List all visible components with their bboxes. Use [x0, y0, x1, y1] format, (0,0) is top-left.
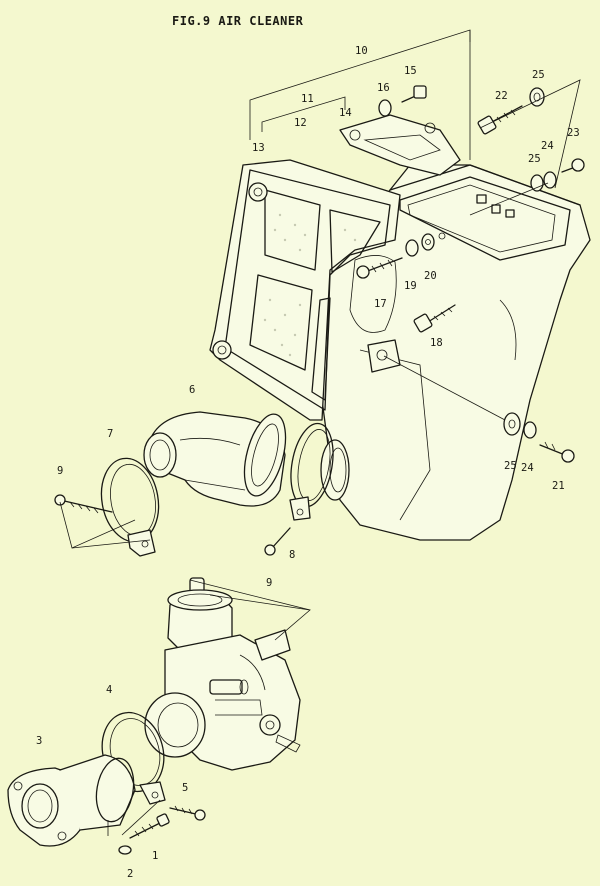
fasteners [54, 85, 585, 855]
callout-3: 3 [36, 735, 42, 747]
callout-17: 17 [374, 298, 387, 310]
callout-10: 10 [355, 45, 368, 57]
callout-11: 11 [301, 93, 314, 105]
callout-4: 4 [106, 684, 112, 696]
callout-25-lower: 25 [504, 460, 517, 472]
callout-21: 21 [552, 480, 565, 492]
figure-title: FIG.9 AIR CLEANER [172, 14, 304, 28]
callout-14: 14 [339, 107, 352, 119]
callout-15: 15 [404, 65, 417, 77]
callout-9-lower: 9 [266, 577, 272, 589]
callout-1: 1 [152, 850, 158, 862]
callout-2: 2 [127, 868, 133, 880]
cleaner-element-frame [209, 114, 461, 421]
callout-9-upper: 9 [57, 465, 63, 477]
callout-22: 22 [495, 90, 508, 102]
callout-labels: 1 2 3 4 5 6 7 8 9 9 10 11 12 13 14 15 16… [36, 45, 580, 880]
carburetor [144, 577, 301, 771]
hose-clamp-8 [289, 422, 334, 521]
callout-23: 23 [567, 127, 580, 139]
leader-lines [59, 79, 581, 836]
callout-8: 8 [289, 549, 295, 561]
callout-19: 19 [404, 280, 417, 292]
carburetor-joint [7, 754, 136, 847]
callout-24-upper: 24 [541, 140, 554, 152]
callout-25-mid: 25 [528, 153, 541, 165]
callout-6: 6 [189, 384, 195, 396]
callout-5: 5 [182, 782, 188, 794]
air-cleaner-case [320, 164, 591, 541]
callout-12: 12 [294, 117, 307, 129]
intake-hose [143, 411, 287, 507]
callout-16: 16 [377, 82, 390, 94]
callout-24-lower: 24 [521, 462, 534, 474]
callout-18: 18 [430, 337, 443, 349]
callout-13: 13 [252, 142, 265, 154]
callout-20: 20 [424, 270, 437, 282]
callout-25-top: 25 [532, 69, 545, 81]
assembly-brackets [249, 29, 471, 160]
callout-7: 7 [107, 428, 113, 440]
